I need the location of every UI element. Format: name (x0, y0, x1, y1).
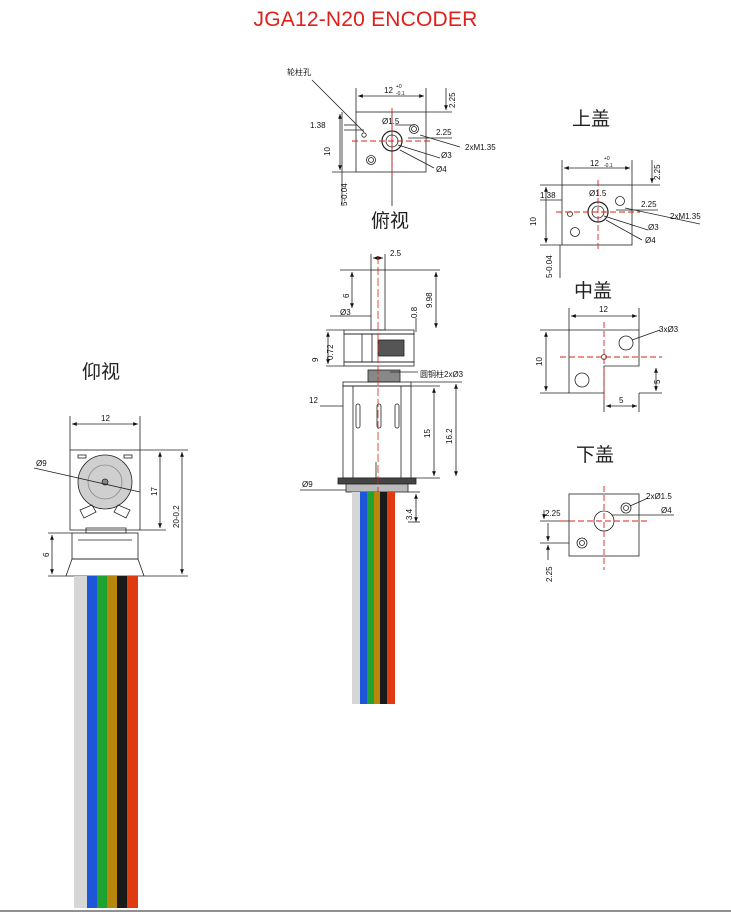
view-label-lower-cover: 下盖 (576, 444, 615, 466)
top-view (311, 79, 461, 206)
dim-2-25-lower-a: 2.25 (545, 509, 561, 518)
dim-phi-3: Ø3 (441, 151, 452, 160)
dim-2-25-upper: 2.25 (653, 164, 662, 180)
dim-2-5: 2.5 (390, 249, 402, 258)
dim-phi-3-shaft: Ø3 (340, 308, 351, 317)
wire-green (367, 492, 374, 704)
wire-yellow (107, 576, 117, 908)
wire-red (127, 576, 138, 908)
dim-5-004: 5-0.04 (340, 183, 349, 206)
dim-0-8: 0.8 (410, 306, 419, 318)
label-wheel-hole: 轮柱孔 (287, 67, 311, 77)
lower-cover (540, 493, 674, 560)
upper-cover-plate (561, 184, 633, 246)
motor-side-view (300, 254, 462, 523)
bottom-wires (74, 576, 138, 908)
bottom-view-board (69, 449, 141, 531)
dim-17: 17 (150, 487, 159, 496)
dim-3x-phi-3: 3xØ3 (659, 325, 679, 334)
dim-15: 15 (423, 429, 432, 438)
wire-red (387, 492, 395, 704)
dim-10-upper: 10 (529, 217, 538, 226)
dim-sup: +0 (396, 84, 402, 90)
screw-hole (366, 155, 376, 165)
dim-12-top: 12 (384, 86, 393, 95)
dim-2-25-lower-b: 2.25 (545, 566, 554, 582)
dim-12-middle: 12 (599, 305, 608, 314)
dim-2-25-top: 2.25 (448, 92, 457, 108)
lower-cover-plate (568, 493, 640, 557)
wire-black (117, 576, 127, 908)
dim-9: 9 (311, 357, 320, 362)
dim-phi-1-5-upper: Ø1.5 (589, 189, 607, 198)
wire-connector (71, 532, 139, 560)
dim-12-upper: 12 (590, 159, 599, 168)
dim-phi-4-lower: Ø4 (661, 506, 672, 515)
wire-blue (87, 576, 97, 908)
dim-m1-35-upper: 2xM1.35 (670, 212, 701, 221)
dim-2-25-b: 2.25 (436, 128, 452, 137)
dim-sub: -0.1 (604, 163, 613, 169)
view-label-bottom: 仰视 (82, 361, 121, 383)
dim-phi-3-upper: Ø3 (648, 223, 659, 232)
dim-5-middle-h: 5 (619, 396, 624, 405)
dim-phi-4-upper: Ø4 (645, 236, 656, 245)
top-view-centerlines (352, 108, 432, 176)
dim-phi-1-5: Ø1.5 (382, 117, 400, 126)
dim-9-98: 9.98 (425, 292, 434, 308)
dim-5-004-upper: 5-0.04 (545, 255, 554, 278)
dim-phi-9-bottom: Ø9 (36, 459, 47, 468)
view-label-upper-cover: 上盖 (572, 108, 611, 130)
dim-phi-4: Ø4 (436, 165, 447, 174)
dim-1-38-upper: 1.38 (540, 191, 556, 200)
dim-1-38: 1.38 (310, 121, 326, 130)
dim-6-bottom: 6 (42, 552, 51, 557)
screw-hole (409, 124, 419, 134)
dim-3-4: 3.4 (405, 508, 414, 520)
label-copper-pillar: 圆铜柱2xØ3 (420, 369, 464, 379)
view-label-middle-cover: 中盖 (574, 280, 613, 302)
dim-10-top: 10 (323, 147, 332, 156)
dim-2x-phi-1-5: 2xØ1.5 (646, 492, 672, 501)
dim-5-middle-v: 5 (653, 379, 662, 384)
dim-6: 6 (342, 293, 351, 298)
drawing-title: JGA12-N20 ENCODER (253, 8, 478, 31)
motor-wires (352, 492, 395, 704)
middle-cover (540, 308, 662, 412)
dim-10-middle: 10 (535, 357, 544, 366)
wire-yellow (374, 492, 380, 704)
wire-black (380, 492, 387, 704)
wire-grey (352, 492, 360, 704)
dim-0-72: 0.72 (326, 344, 335, 360)
dim-sup: +0 (604, 156, 610, 162)
top-view-plate (355, 111, 427, 173)
dim-phi-9-side: Ø9 (302, 480, 313, 489)
dim-12-side: 12 (309, 396, 318, 405)
dim-sub: -0.1 (396, 91, 405, 97)
wire-green (97, 576, 107, 908)
dim-16-2: 16.2 (445, 428, 454, 444)
dim-2-25-upper-b: 2.25 (641, 200, 657, 209)
dim-12-bottom: 12 (101, 414, 110, 423)
wire-grey (74, 576, 87, 908)
dim-m1-35: 2xM1.35 (465, 143, 496, 152)
view-label-top: 俯视 (371, 210, 410, 232)
dim-20-02: 20-0.2 (172, 505, 181, 528)
bottom-view (33, 416, 188, 577)
wire-blue (360, 492, 367, 704)
